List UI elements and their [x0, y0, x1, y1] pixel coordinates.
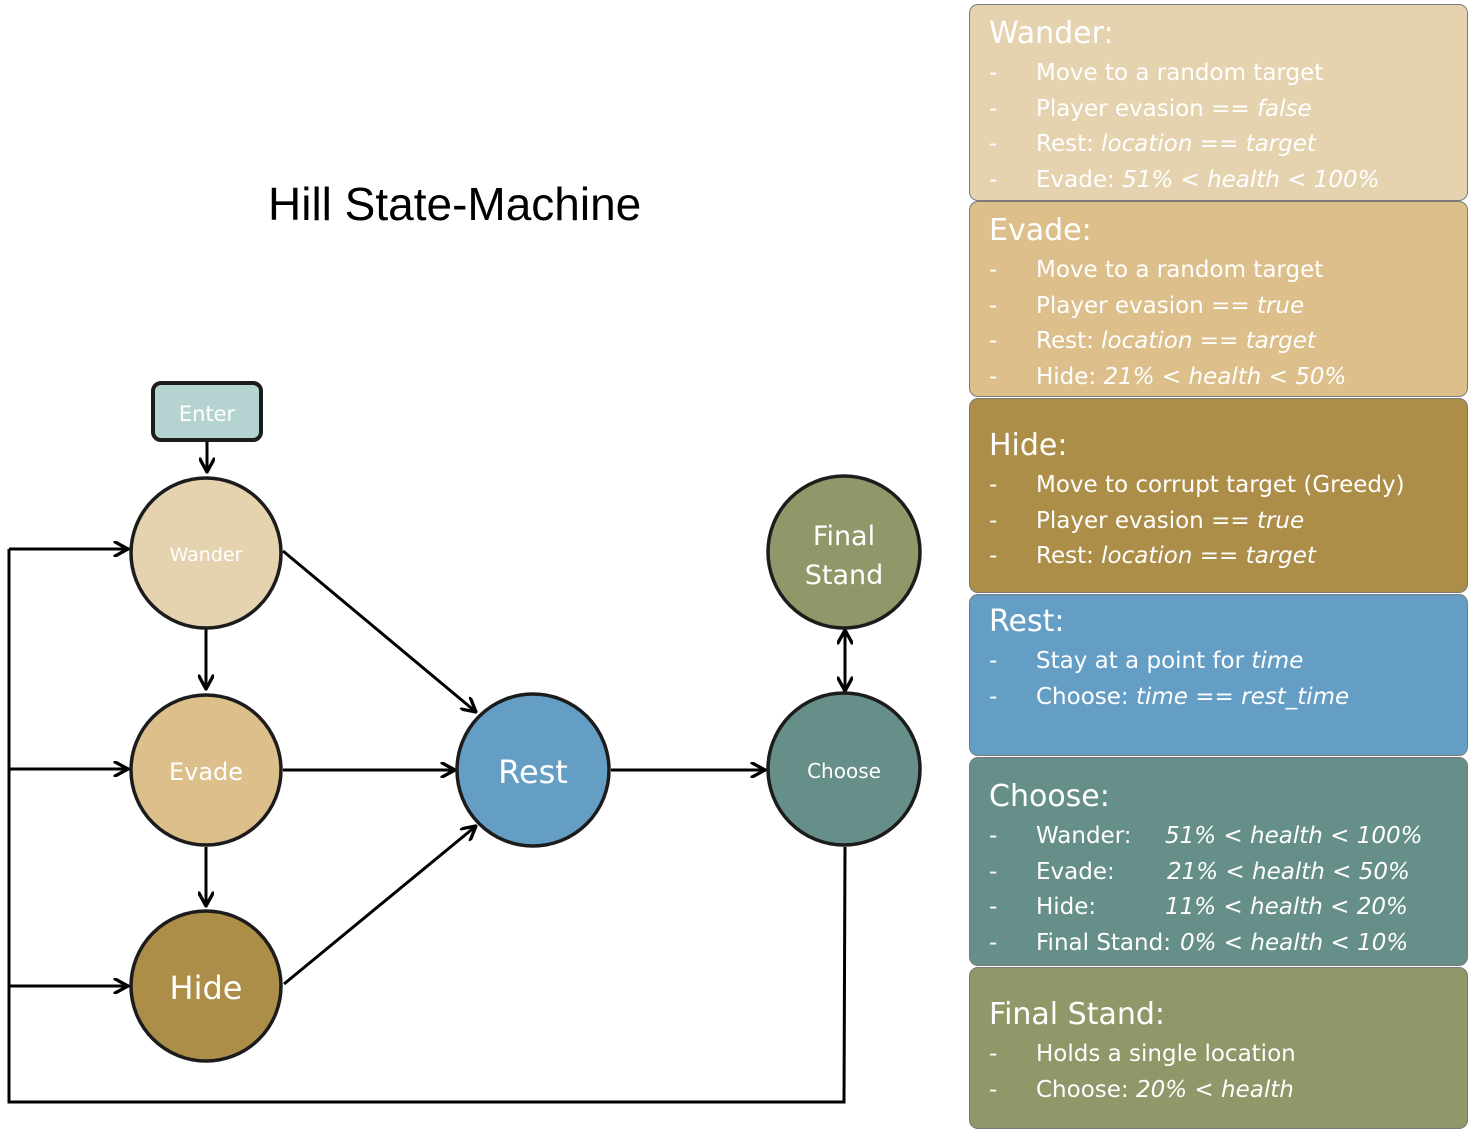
node-hide: Hide — [129, 909, 283, 1063]
page-title: Hill State-Machine — [268, 178, 641, 230]
list-item: -Move to a random target — [989, 257, 1324, 283]
list-item: -Choose: 20% < health — [989, 1076, 1294, 1103]
list-item: -Move to corrupt target (Greedy) — [989, 472, 1405, 498]
panel-wander-title: Wander: — [989, 16, 1114, 51]
node-choose: Choose — [766, 691, 922, 847]
node-enter-label: Enter — [179, 402, 236, 426]
node-evade-label: Evade — [169, 758, 243, 786]
node-wander-label: Wander — [170, 544, 243, 566]
node-rest: Rest — [455, 692, 611, 848]
edge-wander-rest — [282, 549, 476, 712]
list-item: -Player evasion == true — [989, 507, 1305, 534]
node-enter: Enter — [151, 381, 263, 442]
panel-hide-title: Hide: — [989, 428, 1068, 463]
list-item: -Evade: 51% < health < 100% — [989, 166, 1380, 193]
panel-wander: Wander: -Move to a random target -Player… — [969, 4, 1468, 201]
panel-final-stand-title: Final Stand: — [989, 997, 1166, 1032]
node-final-stand: Final Stand — [766, 474, 922, 630]
list-item: -Wander:51% < health < 100% — [989, 823, 1423, 849]
list-item: -Rest: location == target — [989, 543, 1316, 569]
panel-evade-title: Evade: — [989, 213, 1092, 248]
list-item: -Choose: time == rest_time — [989, 683, 1350, 710]
list-item: -Rest: location == target — [989, 328, 1316, 354]
list-item: -Move to a random target — [989, 60, 1324, 86]
edge-choose-loop — [7, 549, 847, 1104]
panel-choose: Choose: -Wander:51% < health < 100% -Eva… — [969, 757, 1468, 966]
panel-rest-title: Rest: — [989, 604, 1065, 639]
panel-final-stand: Final Stand: -Holds a single location -C… — [969, 967, 1468, 1129]
panel-rest: Rest: -Stay at a point for time -Choose:… — [969, 594, 1468, 756]
panel-evade: Evade: -Move to a random target -Player … — [969, 201, 1468, 397]
list-item: -Stay at a point for time — [989, 648, 1304, 674]
panel-hide: Hide: -Move to corrupt target (Greedy) -… — [969, 398, 1468, 593]
node-final-stand-label-line1: Final — [813, 521, 875, 552]
state-machine-diagram: Hill State-Machine Enter Wander Evade Hi… — [7, 178, 922, 1104]
list-item: -Holds a single location — [989, 1041, 1296, 1067]
node-hide-label: Hide — [170, 969, 243, 1007]
node-evade: Evade — [129, 693, 283, 847]
edge-hide-rest — [283, 826, 476, 986]
node-wander: Wander — [129, 476, 283, 630]
list-item: -Evade:21% < health < 50% — [989, 858, 1410, 885]
list-item: -Rest: location == target — [989, 131, 1316, 157]
edges — [7, 441, 847, 1104]
list-item: -Hide:11% < health < 20% — [989, 894, 1408, 920]
list-item: -Player evasion == true — [989, 292, 1305, 319]
node-choose-label: Choose — [807, 759, 881, 783]
panel-choose-title: Choose: — [989, 779, 1110, 814]
node-final-stand-label-line2: Stand — [805, 560, 884, 591]
node-rest-label: Rest — [498, 753, 568, 791]
list-item: -Final Stand:0% < health < 10% — [989, 929, 1409, 956]
list-item: -Player evasion == false — [989, 95, 1312, 122]
list-item: -Hide: 21% < health < 50% — [989, 363, 1347, 390]
